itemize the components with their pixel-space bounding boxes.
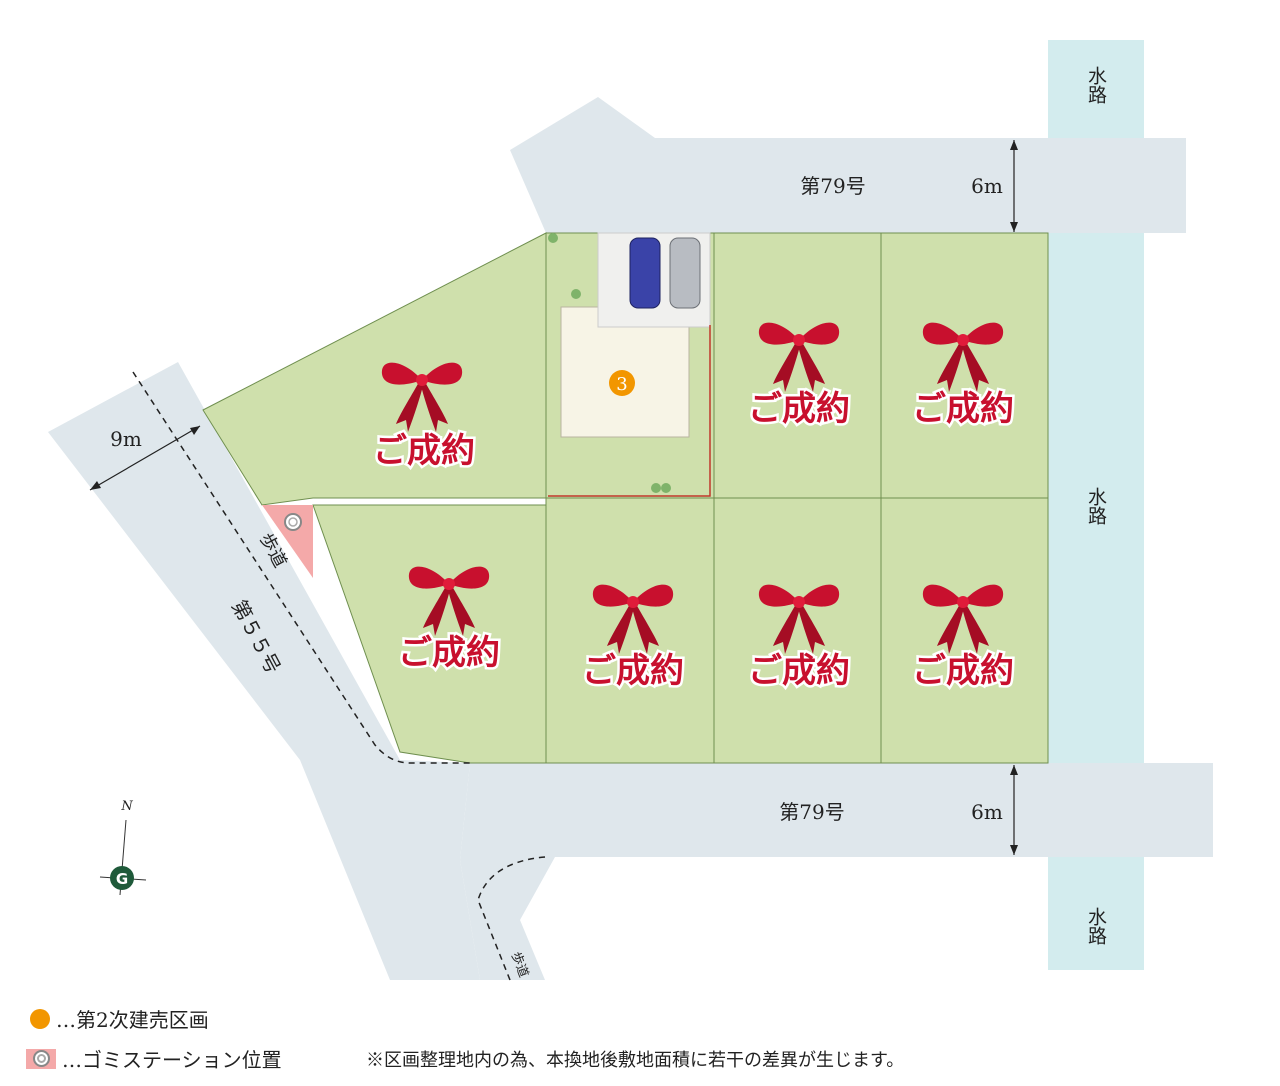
lot-bottom-4 (880, 497, 1049, 764)
lot-bottom-2 (545, 497, 715, 764)
waterway-label-mid: 水路 (1085, 487, 1107, 525)
lot-bottom-3 (713, 497, 882, 764)
lot-top-4 (713, 232, 882, 499)
shrub-icon (548, 233, 558, 243)
site-plan-map: 3 ご成約 ご成約 ご成約 ご成約 ご成約 ご成約 ご成約 第79号 6m 第7… (48, 40, 1213, 981)
road-top (510, 97, 1186, 233)
shrub-icon (661, 483, 671, 493)
waterway-label-top: 水路 (1085, 66, 1107, 104)
road-bottom-name: 第79号 (779, 800, 844, 824)
sold-label: ご成約 (912, 651, 1014, 691)
compass-g-icon: N G (99, 799, 147, 896)
waterway-label-bottom: 水路 (1085, 907, 1107, 945)
compass-north-label: N (120, 799, 133, 814)
lot-3-fence (548, 325, 711, 497)
legend-orange-label: …第2次建売区画 (56, 1008, 209, 1032)
legend-gomi: …ゴミステーション位置 (26, 1044, 282, 1073)
garbage-station-icon (284, 513, 302, 531)
shrub-icon (651, 483, 661, 493)
legend-orange: …第2次建売区画 (30, 1004, 209, 1033)
sidewalk-line-bottom (477, 856, 546, 981)
car-grey-icon (669, 237, 701, 309)
lot-top-left (202, 232, 547, 506)
orange-dot-icon (30, 1008, 50, 1029)
sold-label: ご成約 (398, 633, 500, 673)
dimension-left (89, 425, 201, 491)
road-bottom (460, 763, 1213, 980)
road-left (48, 362, 480, 980)
road-top-name: 第79号 (800, 174, 865, 198)
car-blue-icon (629, 237, 661, 309)
road-top-width: 6m (971, 174, 1003, 198)
featured-lot-marker (609, 370, 635, 396)
sidewalk-line-left (132, 371, 470, 764)
road-bottom-width: 6m (971, 800, 1003, 824)
footnote: ※区画整理地内の為、本換地後敷地面積に若干の差異が生じます。 (366, 1050, 905, 1071)
legend-gomi-label: …ゴミステーション位置 (62, 1048, 282, 1072)
lot-top-5 (880, 232, 1049, 499)
svg-text:G: G (116, 870, 128, 888)
featured-lot-number: 3 (616, 374, 627, 395)
sold-label: ご成約 (582, 651, 684, 691)
sold-label: ご成約 (748, 651, 850, 691)
shrub-icon (571, 289, 581, 299)
garbage-station-legend-icon (26, 1048, 56, 1069)
sold-label: ご成約 (912, 389, 1014, 429)
sold-label: ご成約 (373, 431, 475, 471)
road-left-width: 9m (110, 427, 142, 451)
lot-bottom-1 (312, 504, 547, 764)
sold-label: ご成約 (748, 389, 850, 429)
